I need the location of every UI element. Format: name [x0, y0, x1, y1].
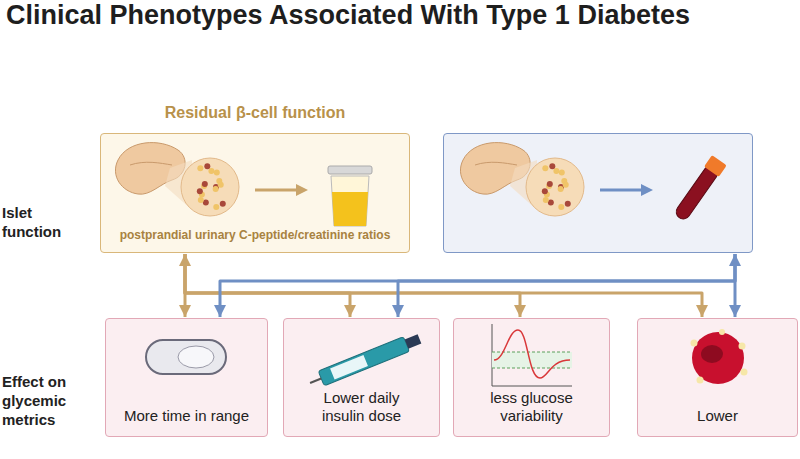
flow-arrow: [255, 189, 298, 192]
glucose-curve-icon: [492, 386, 572, 387]
islet-cell: [542, 188, 548, 194]
islet-cell: [198, 197, 204, 203]
islet-icon: [197, 163, 226, 210]
urine-cup-icon: [332, 192, 368, 226]
islet-icon: [181, 158, 239, 216]
metric-label: More time in range: [124, 407, 249, 426]
blood-tube-icon: [704, 155, 727, 177]
metric-label: Lower daily insulin dose: [306, 389, 418, 427]
cgm-sensor-icon: [146, 340, 226, 374]
islet-icon: [542, 163, 571, 210]
connector-arrow: [185, 254, 520, 317]
islet-cell: [220, 201, 226, 207]
connector-arrow: [398, 254, 735, 317]
glucose-curve-icon: [494, 330, 570, 378]
insulin-pen-icon: [307, 331, 422, 390]
islet-cell: [553, 168, 559, 174]
blood-tube-icon: [672, 155, 727, 223]
red-blood-cell-icon: [691, 329, 748, 384]
islet-cell: [558, 186, 564, 192]
islet-cell: [543, 197, 549, 203]
glucose-curve-icon: [492, 324, 572, 386]
islet-icon: [526, 158, 584, 216]
islet-cell: [208, 168, 214, 174]
flow-arrow: [255, 184, 308, 196]
flow-arrow: [641, 184, 653, 196]
metric-box: less glucose variability: [453, 318, 610, 437]
flow-arrow: [600, 189, 643, 192]
islet-cell: [549, 163, 555, 169]
islet-cell: [565, 201, 571, 207]
connector-arrow: [185, 254, 702, 317]
insulin-pen-icon: [330, 355, 368, 380]
islet-cell: [542, 165, 548, 171]
islet-icon: [526, 158, 584, 216]
islet-cell: [202, 181, 208, 187]
pancreas-icon: [475, 162, 517, 165]
panel-heading: Residual β-cell function: [101, 104, 409, 122]
islet-cell: [213, 204, 219, 210]
row-label: Effect on glycemic metrics: [2, 373, 100, 429]
pancreas-icon: [130, 162, 172, 165]
connector-arrow: [734, 254, 737, 317]
islet-cell: [213, 186, 219, 192]
insulin-pen-icon: [318, 337, 409, 386]
diagram-title: Clinical Phenotypes Associated With Type…: [6, 0, 690, 31]
insulin-pen-icon: [310, 378, 321, 382]
metric-label: Lower: [697, 407, 738, 426]
red-blood-cell-icon: [692, 332, 744, 384]
red-blood-cell-icon: [701, 345, 723, 363]
flow-arrow: [296, 184, 308, 196]
islet-cell: [558, 204, 564, 210]
red-blood-cell-icon: [739, 343, 746, 350]
islet-cell: [547, 181, 553, 187]
red-blood-cell-icon: [691, 340, 698, 347]
islet-cell: [204, 163, 210, 169]
islet-icon: [181, 158, 239, 216]
flow-arrow: [600, 184, 653, 196]
red-blood-cell-icon: [741, 369, 748, 376]
connector-arrow: [220, 254, 735, 317]
urine-cup-icon: [331, 176, 369, 226]
urine-cup-icon: [328, 166, 372, 174]
islet-cell: [214, 170, 220, 176]
metric-label: less glucose variability: [476, 389, 588, 427]
connector-arrow: [185, 254, 350, 317]
row-label: Islet function: [2, 204, 92, 242]
cgm-sensor-icon: [178, 346, 214, 368]
islet-cell: [197, 165, 203, 171]
red-blood-cell-icon: [719, 329, 725, 335]
panel-caption: postprandial urinary C-peptide/creatinin…: [120, 228, 391, 242]
islet-cell: [559, 170, 565, 176]
insulin-pen-icon: [405, 334, 422, 349]
islet-cell: [218, 182, 224, 188]
cgm-sensor-icon: [146, 340, 226, 374]
islet-cell: [563, 182, 569, 188]
urine-cup-icon: [328, 166, 372, 226]
islet-cell: [197, 188, 203, 194]
metric-box: More time in range: [105, 318, 268, 437]
red-blood-cell-icon: [697, 377, 704, 384]
